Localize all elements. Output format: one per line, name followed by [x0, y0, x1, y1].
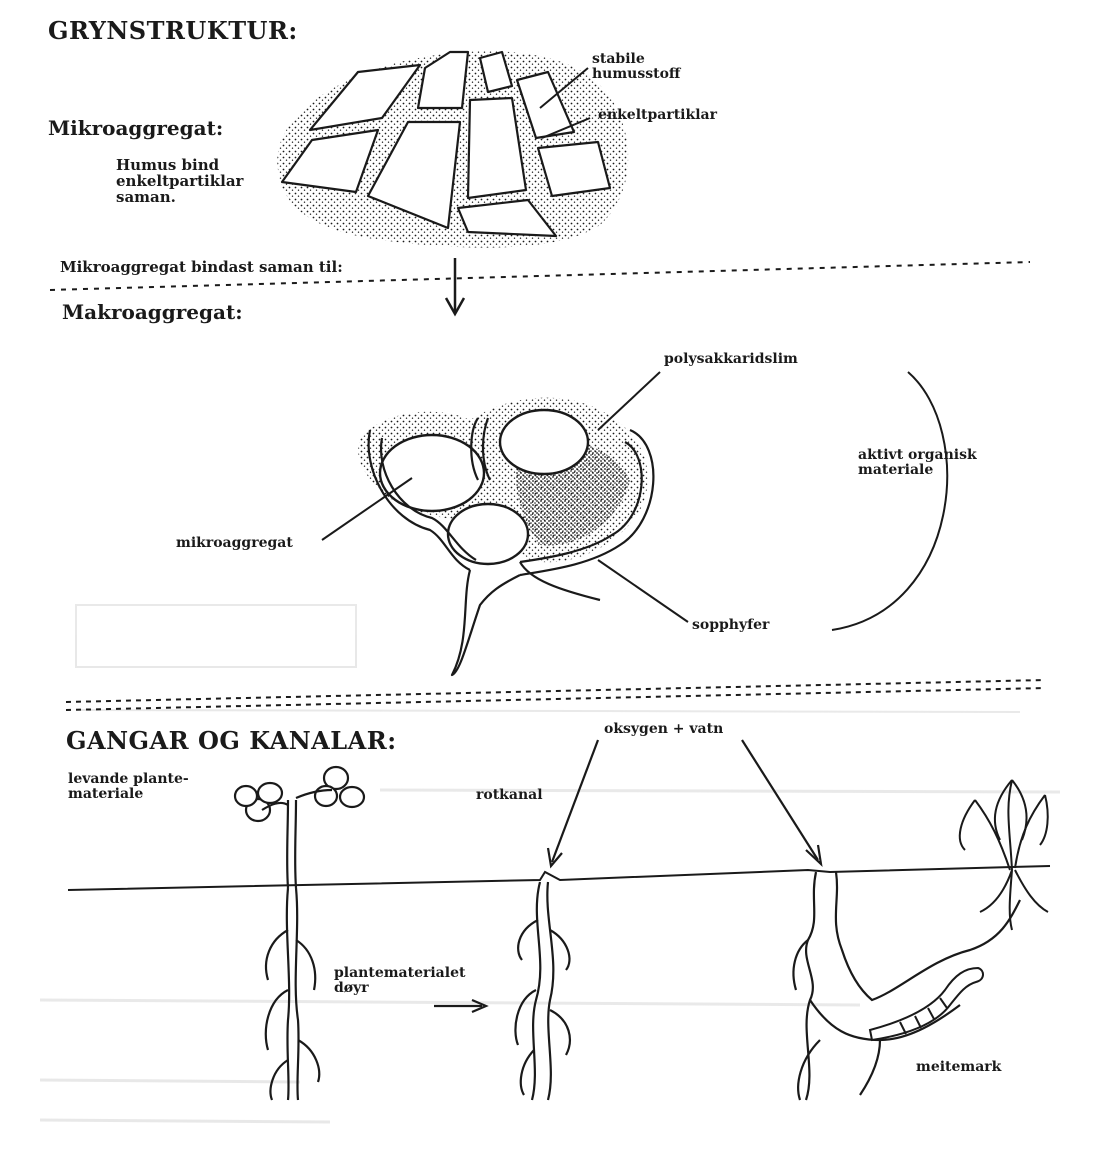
label-stabile-humusstoff: stabile humusstoff [592, 52, 680, 81]
down-arrow [446, 258, 464, 314]
label-rotkanal: rotkanal [476, 788, 543, 803]
seedling [235, 767, 364, 1100]
label-meitemark: meitemark [916, 1060, 1001, 1075]
mikroaggregat-illustration [277, 51, 628, 247]
label-mikroaggregat: mikroaggregat [176, 536, 293, 551]
label-plantematerialet-doyr: plantematerialet døyr [334, 966, 465, 995]
label-bindast-saman: Mikroaggregat bindast saman til: [60, 260, 343, 276]
label-levande-plantemateriale: levande plante- materiale [68, 772, 189, 801]
label-enkeltpartiklar: enkeltpartiklar [598, 108, 717, 123]
micro-aggregate-1 [380, 435, 484, 511]
makroaggregat-illustration [358, 398, 653, 675]
makroaggregat-title: Makroaggregat: [62, 302, 243, 323]
mikroaggregat-title: Mikroaggregat: [48, 118, 223, 139]
soil-surface [68, 866, 1050, 890]
label-sopphyfer: sopphyfer [692, 618, 769, 633]
heading-gangar-og-kanalar: GANGAR OG KANALAR: [66, 728, 397, 753]
label-aktivt-organisk-materiale: aktivt organisk materiale [858, 448, 977, 477]
label-polysakkaridslim: polysakkaridslim [664, 352, 798, 367]
heading-grynstruktur: GRYNSTRUKTUR: [48, 18, 298, 43]
earthworm [870, 968, 983, 1040]
micro-aggregate-3 [448, 504, 528, 564]
plant-right [960, 780, 1048, 930]
gangar-arrows [434, 740, 821, 1012]
mikroaggregat-description: Humus bind enkeltpartiklar saman. [116, 158, 243, 205]
root-channel [515, 882, 569, 1100]
label-oksygen-vatn: oksygen + vatn [604, 722, 723, 737]
separator-2 [66, 680, 1045, 710]
micro-aggregate-2 [500, 410, 588, 474]
